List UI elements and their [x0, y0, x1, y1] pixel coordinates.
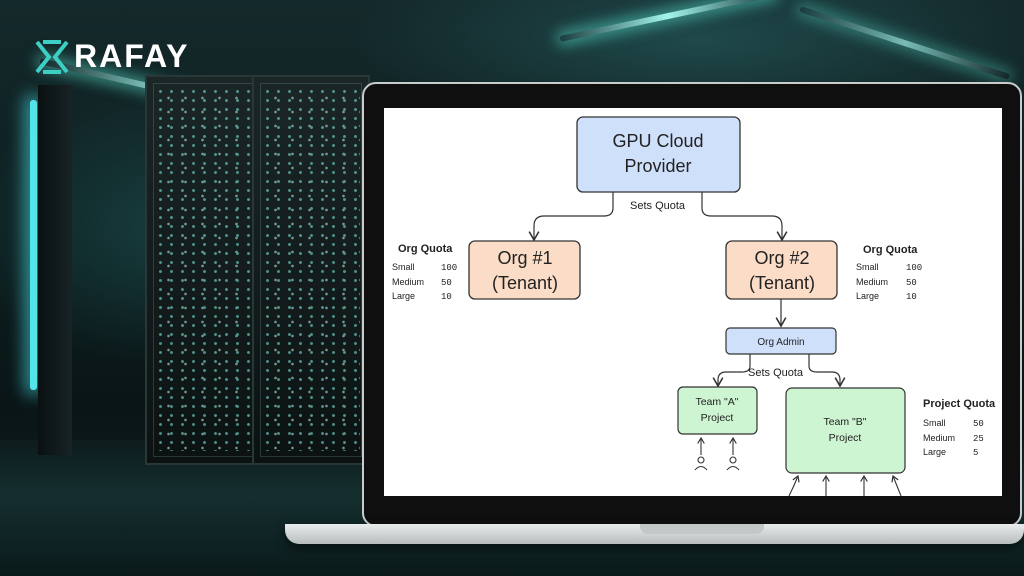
- team-b-box: [785, 387, 906, 474]
- edge-admin-team-b: [808, 354, 846, 388]
- quota-value: 25: [973, 434, 984, 444]
- quota-value: 50: [973, 419, 984, 429]
- edge-provider-org2: [701, 192, 788, 242]
- quota-size: Medium: [392, 277, 424, 287]
- org1-label-line2: (Tenant): [492, 273, 558, 293]
- org1-box: [468, 240, 581, 300]
- user-icon: [694, 436, 708, 471]
- laptop-notch: [640, 524, 764, 534]
- quota-title: Org Quota: [863, 244, 918, 256]
- quota-value: 100: [906, 263, 922, 273]
- brand-logo: RAFAY: [34, 38, 190, 75]
- org2-quota-table: Org Quota Small 100 Medium 50 Large 10: [856, 244, 922, 302]
- laptop-base: [285, 524, 1024, 544]
- provider-label-line2: Provider: [624, 156, 691, 176]
- team-a-label-line2: Project: [701, 412, 734, 424]
- quota-diagram: Sets Quota GPU Cloud Provider Org #1 (Te…: [392, 116, 996, 496]
- sets-quota-label: Sets Quota: [630, 200, 686, 212]
- brand-name: RAFAY: [74, 38, 190, 74]
- org-admin-label: Org Admin: [757, 337, 804, 348]
- quota-size: Medium: [923, 433, 955, 443]
- quota-value: 10: [441, 292, 452, 302]
- quota-size: Small: [923, 418, 946, 428]
- quota-size: Small: [856, 262, 879, 272]
- team-a-box: [677, 386, 758, 435]
- quota-size: Medium: [856, 277, 888, 287]
- quota-size: Large: [923, 447, 946, 457]
- edge-provider-org1: [528, 192, 614, 242]
- team-b-label-line1: Team "B": [823, 416, 866, 428]
- edge-admin-team-a: [712, 354, 751, 388]
- server-rack: [145, 75, 263, 465]
- org-admin-box: [725, 327, 837, 355]
- sets-quota-team-label: Sets Quota: [748, 367, 804, 379]
- team-a-label-line1: Team "A": [695, 396, 738, 408]
- provider-box: [576, 116, 741, 193]
- org1-quota-table: Org Quota Small 100 Medium 50 Large 10: [392, 243, 457, 302]
- quota-value: 50: [441, 278, 452, 288]
- quota-title: Org Quota: [398, 243, 453, 255]
- quota-value: 5: [973, 448, 978, 458]
- quota-size: Small: [392, 262, 415, 272]
- quota-size: Large: [392, 291, 415, 301]
- org1-label-line1: Org #1: [497, 248, 552, 268]
- provider-label-line1: GPU Cloud: [612, 131, 703, 151]
- org2-label-line2: (Tenant): [749, 273, 815, 293]
- quota-value: 10: [906, 292, 917, 302]
- quota-value: 50: [906, 278, 917, 288]
- rafay-logo-icon: [35, 39, 69, 74]
- server-rack-side: [38, 85, 72, 455]
- laptop-screen: Sets Quota GPU Cloud Provider Org #1 (Te…: [384, 108, 1002, 496]
- project-quota-table: Project Quota Small 50 Medium 25 Large 5: [923, 398, 996, 458]
- quota-title: Project Quota: [923, 398, 996, 410]
- server-rack: [252, 75, 370, 465]
- team-b-label-line2: Project: [829, 432, 862, 444]
- org2-label-line1: Org #2: [754, 248, 809, 268]
- glow-bar: [30, 100, 37, 390]
- team-b-incoming-arrows: [788, 474, 902, 496]
- quota-size: Large: [856, 291, 879, 301]
- user-icon: [726, 436, 740, 471]
- quota-value: 100: [441, 263, 457, 273]
